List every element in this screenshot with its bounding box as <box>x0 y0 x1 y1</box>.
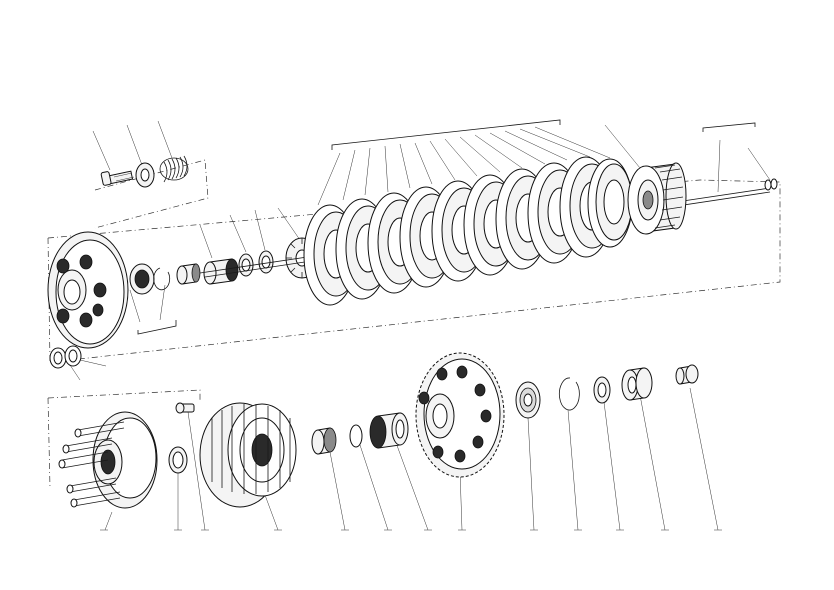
thrust-washer-b <box>258 250 274 274</box>
thrust-bushing <box>203 258 239 285</box>
leader-drum <box>604 124 641 169</box>
leader-washer-b <box>254 209 266 251</box>
leader-cup <box>126 124 143 166</box>
shim-washer <box>593 376 611 404</box>
o-ring-lower <box>349 424 363 448</box>
clutch-spring <box>159 155 189 183</box>
leader-spring <box>157 120 173 159</box>
bearing-race <box>621 367 653 401</box>
spacer-bushing <box>311 427 337 455</box>
pushrod-end-rings <box>764 178 778 191</box>
pressure-plate-bracket <box>137 320 177 335</box>
leader-star-plate <box>277 207 301 241</box>
end-cap <box>675 364 699 385</box>
clutch-drum <box>627 162 687 235</box>
needle-bearing <box>369 412 409 449</box>
hub-washer <box>168 446 188 474</box>
pressure-plate <box>47 231 129 349</box>
inner-basket <box>199 402 297 508</box>
thrust-washer-a <box>238 253 254 277</box>
primary-gear <box>415 352 505 478</box>
release-bearing <box>129 263 155 295</box>
clutch-hub-with-studs <box>58 411 158 509</box>
spring-cup <box>135 162 155 188</box>
lower-group-frame <box>47 389 201 489</box>
pushrod-bracket <box>702 122 756 132</box>
pressure-plate-rings <box>49 345 82 369</box>
clutch-plate-10 <box>587 158 633 248</box>
leader-bushing <box>199 224 213 259</box>
callout-leaders <box>69 119 771 531</box>
plates-bracket <box>331 119 561 150</box>
ball-bearing <box>515 381 541 419</box>
leader-washer-a <box>229 214 247 253</box>
leader-screw <box>92 130 111 171</box>
spring-retainer-screw <box>100 170 135 186</box>
clutch-plate-stack <box>303 156 633 306</box>
circlip-upper <box>153 267 171 291</box>
hub-bolt <box>175 402 195 414</box>
snap-ring <box>558 377 580 411</box>
pushrod-bushing <box>176 263 201 285</box>
